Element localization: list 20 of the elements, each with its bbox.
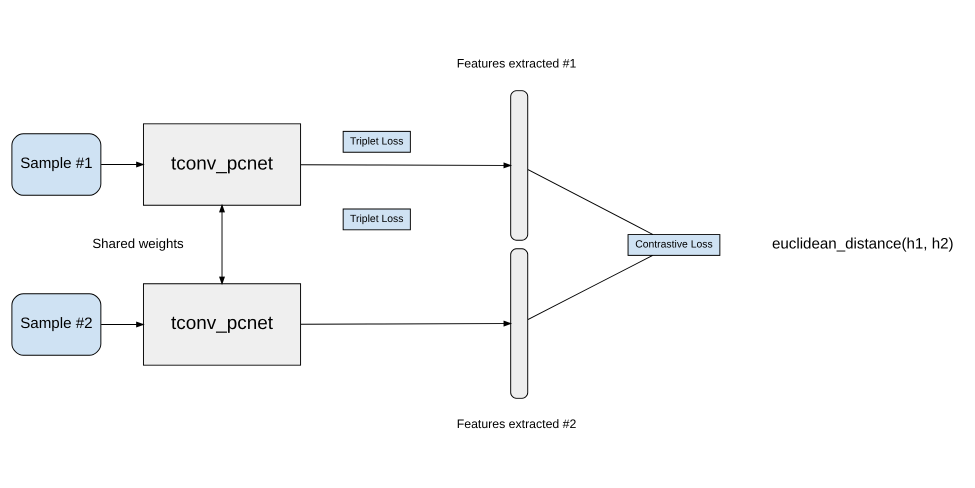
node-box: Triplet Loss — [342, 208, 411, 230]
label: euclidean_distance(h1, h2) — [772, 235, 954, 252]
node-box: Sample #1 — [11, 132, 102, 196]
node-box: Sample #2 — [11, 292, 102, 356]
arrow — [300, 320, 512, 326]
node-box: Triplet Loss — [342, 130, 411, 152]
node-box: tconv_pcnet — [142, 122, 302, 206]
arrow — [100, 161, 145, 167]
node-label: Features extracted #1 — [456, 56, 576, 70]
arrow — [219, 203, 225, 285]
edge-label: Shared weights — [92, 236, 184, 250]
node-box: Contrastive Loss — [628, 234, 720, 256]
arrow — [100, 321, 145, 327]
node-box: tconv_pcnet — [142, 282, 302, 366]
arrow — [300, 162, 512, 168]
connector — [527, 168, 654, 234]
node-bar — [510, 90, 528, 240]
node-bar — [510, 248, 528, 398]
node-label: Features extracted #2 — [456, 416, 576, 431]
connector — [527, 254, 654, 320]
